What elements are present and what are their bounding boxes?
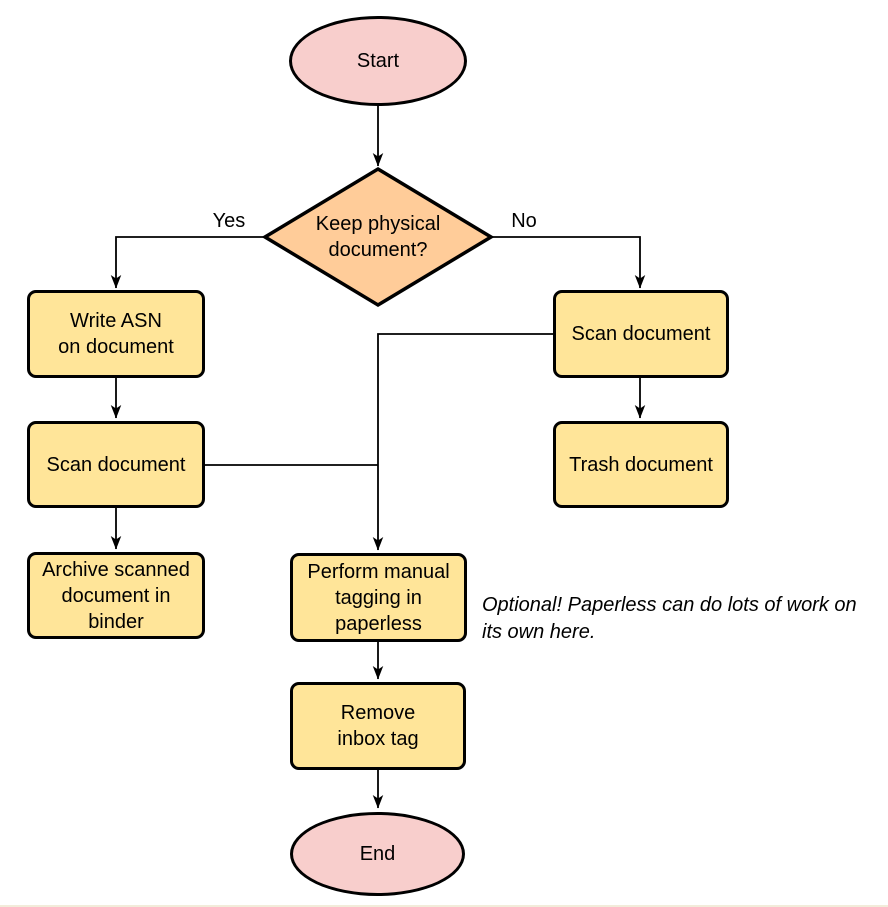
edge-label-yes: Yes (212, 210, 246, 232)
node-scan-document-right: Scan document (553, 290, 729, 378)
node-scan-document-left: Scan document (27, 421, 205, 508)
node-remove-label: Remove inbox tag (337, 702, 419, 750)
edge-label-no: No (511, 210, 537, 232)
node-write-asn-label: Write ASN on document (58, 310, 174, 358)
node-end-label: End (359, 843, 396, 865)
node-end: End (290, 812, 465, 896)
node-archive-in-binder: Archive scanned document in binder (27, 552, 205, 639)
node-trash-label: Trash document (569, 453, 713, 476)
node-decision-label: Keep physical document? (315, 213, 441, 261)
node-keep-physical-decision: Keep physical document? (262, 166, 494, 308)
optional-annotation-text: Optional! Paperless can do lots of work … (482, 594, 857, 643)
diamond-shape (262, 166, 494, 308)
node-scan-right-label: Scan document (571, 323, 711, 345)
node-write-asn: Write ASN on document (27, 290, 205, 378)
bottom-edge-artifact (0, 905, 888, 907)
edge-decision-no-to-scan (492, 236, 646, 289)
node-start-label: Start (356, 50, 400, 72)
node-archive-label: Archive scanned document in binder (42, 558, 190, 633)
node-start: Start (289, 16, 467, 106)
node-remove-inbox-tag: Remove inbox tag (290, 682, 466, 770)
node-scan-left-label: Scan document (46, 453, 186, 476)
node-trash-document: Trash document (553, 421, 729, 508)
node-manual-tagging: Perform manual tagging in paperless (290, 553, 467, 642)
edge-decision-yes-to-write (110, 236, 264, 289)
edge-scan-right-to-tagging (372, 333, 553, 551)
node-tagging-label: Perform manual tagging in paperless (307, 560, 450, 635)
